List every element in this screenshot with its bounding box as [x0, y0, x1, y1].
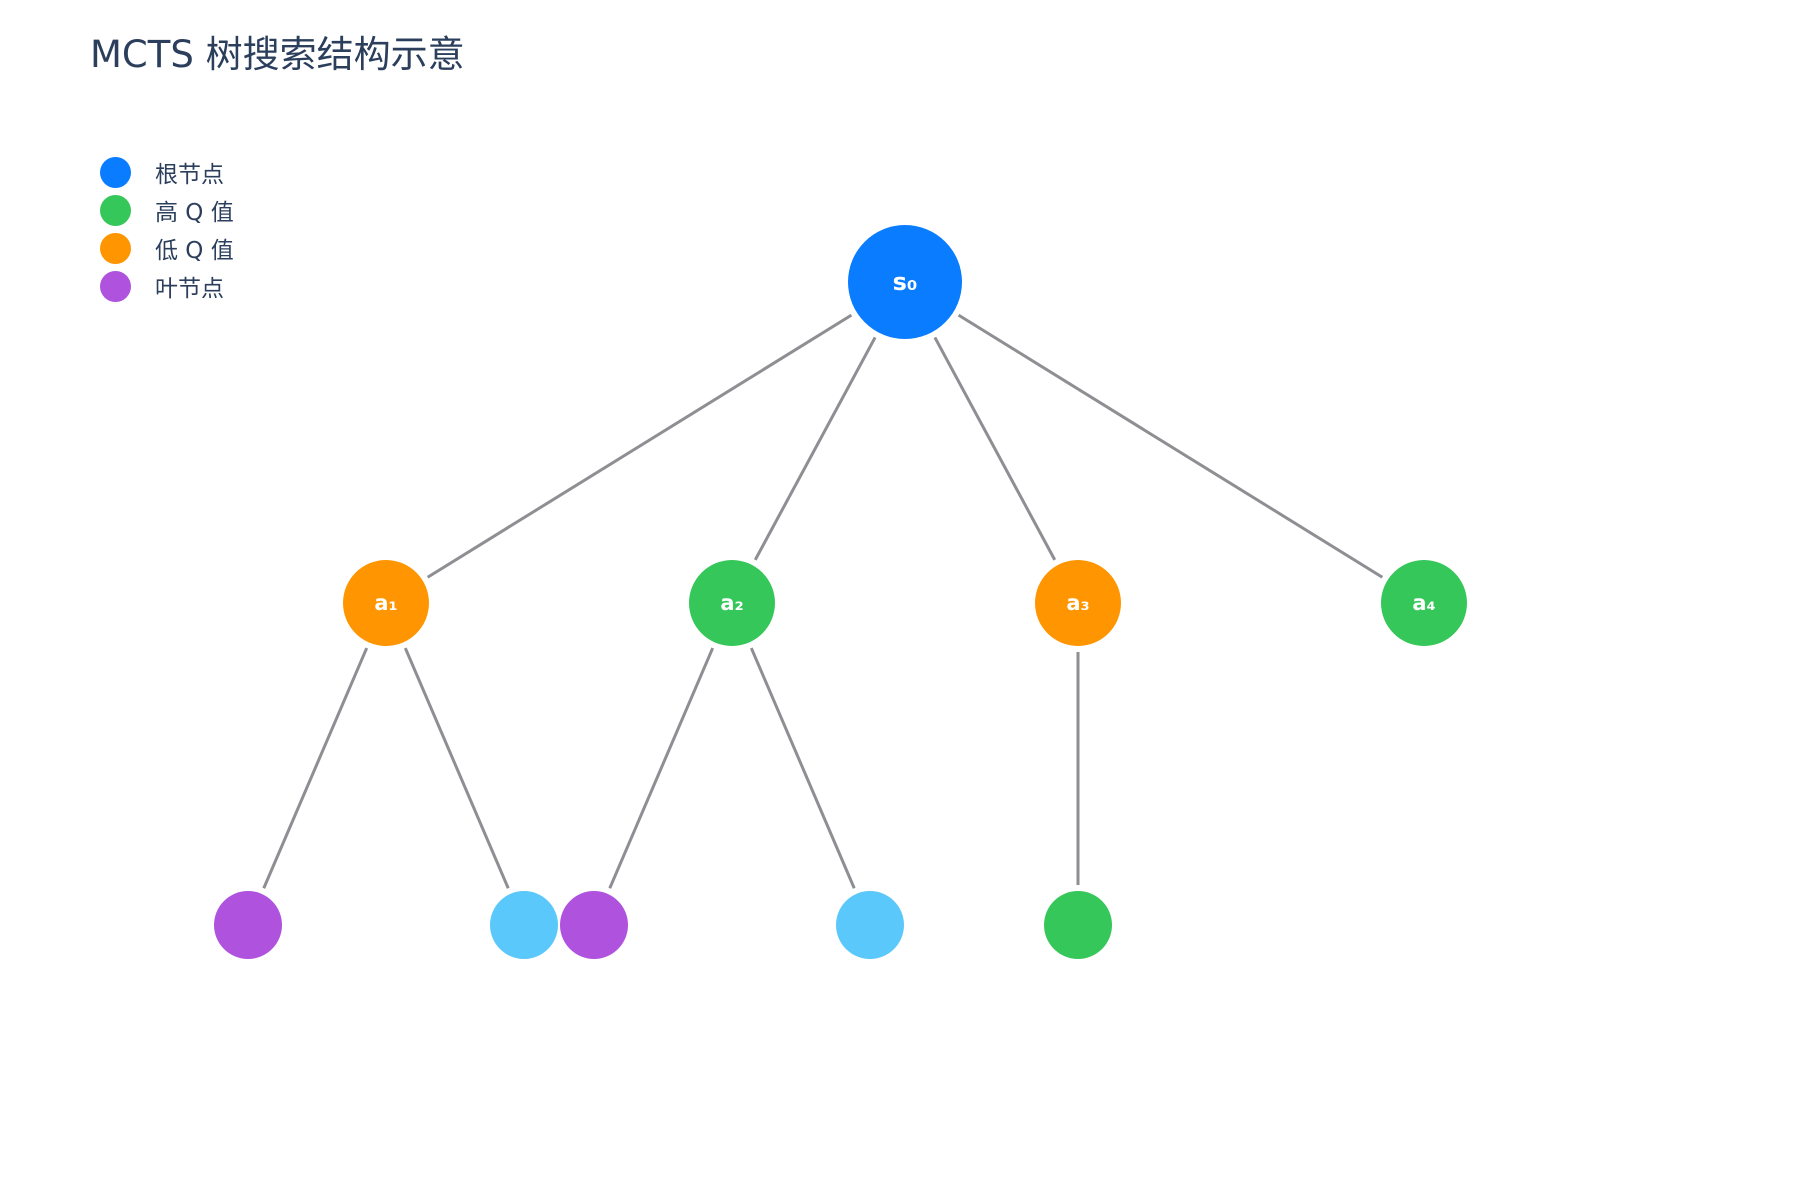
node-label-a4: a₄	[1412, 591, 1435, 615]
node-circle-a2	[689, 560, 775, 646]
node-label-s0: s₀	[893, 268, 918, 296]
tree-edges	[262, 313, 1384, 889]
edge-s0-a1	[426, 313, 853, 579]
edge-s0-a3	[933, 336, 1057, 561]
edge-s0-a2	[753, 336, 877, 561]
legend-label-leaf: 叶节点	[155, 276, 224, 302]
tree-node-a2c2	[836, 891, 904, 959]
legend-swatch-leaf	[100, 270, 131, 302]
legend-label-high-q: 高 Q 值	[155, 200, 234, 226]
edge-a1-a1c2	[403, 647, 510, 889]
node-circle-a3c1	[1044, 891, 1112, 959]
tree-node-s0: s₀	[848, 225, 962, 339]
legend-item-low-q: 低 Q 值	[100, 229, 234, 267]
page-title: MCTS 树搜索结构示意	[90, 33, 465, 76]
legend: 根节点 高 Q 值 低 Q 值 叶节点	[100, 153, 234, 305]
tree-node-a2: a₂	[689, 560, 775, 646]
legend-label-root: 根节点	[155, 162, 224, 188]
node-circle-a1c2	[490, 891, 558, 959]
legend-item-high-q: 高 Q 值	[100, 191, 234, 229]
tree-node-a3c1	[1044, 891, 1112, 959]
legend-item-leaf: 叶节点	[100, 267, 234, 305]
edge-a2-a2c1	[608, 647, 715, 889]
tree-nodes: s₀ a₁ a₂ a₃ a₄	[214, 225, 1467, 959]
node-circle-a4	[1381, 560, 1467, 646]
edge-s0-a4	[957, 313, 1384, 579]
legend-swatch-root	[100, 156, 131, 188]
node-circle-a1c1	[214, 891, 282, 959]
tree-node-a4: a₄	[1381, 560, 1467, 646]
edge-a2-a2c2	[749, 647, 856, 889]
tree-node-a3: a₃	[1035, 560, 1121, 646]
node-circle-a1	[343, 560, 429, 646]
node-label-a1: a₁	[374, 591, 397, 615]
legend-item-root: 根节点	[100, 153, 234, 191]
legend-swatch-low-q	[100, 232, 131, 264]
legend-swatch-high-q	[100, 194, 131, 226]
tree-node-a1c1	[214, 891, 282, 959]
tree-node-a2c1	[560, 891, 628, 959]
tree-node-a1c2	[490, 891, 558, 959]
tree-node-a1: a₁	[343, 560, 429, 646]
edge-a1-a1c1	[262, 647, 369, 889]
legend-label-low-q: 低 Q 值	[155, 238, 234, 264]
node-label-a3: a₃	[1066, 591, 1089, 615]
node-circle-a3	[1035, 560, 1121, 646]
node-circle-a2c1	[560, 891, 628, 959]
node-label-a2: a₂	[720, 591, 743, 615]
node-circle-a2c2	[836, 891, 904, 959]
node-circle-s0	[848, 225, 962, 339]
